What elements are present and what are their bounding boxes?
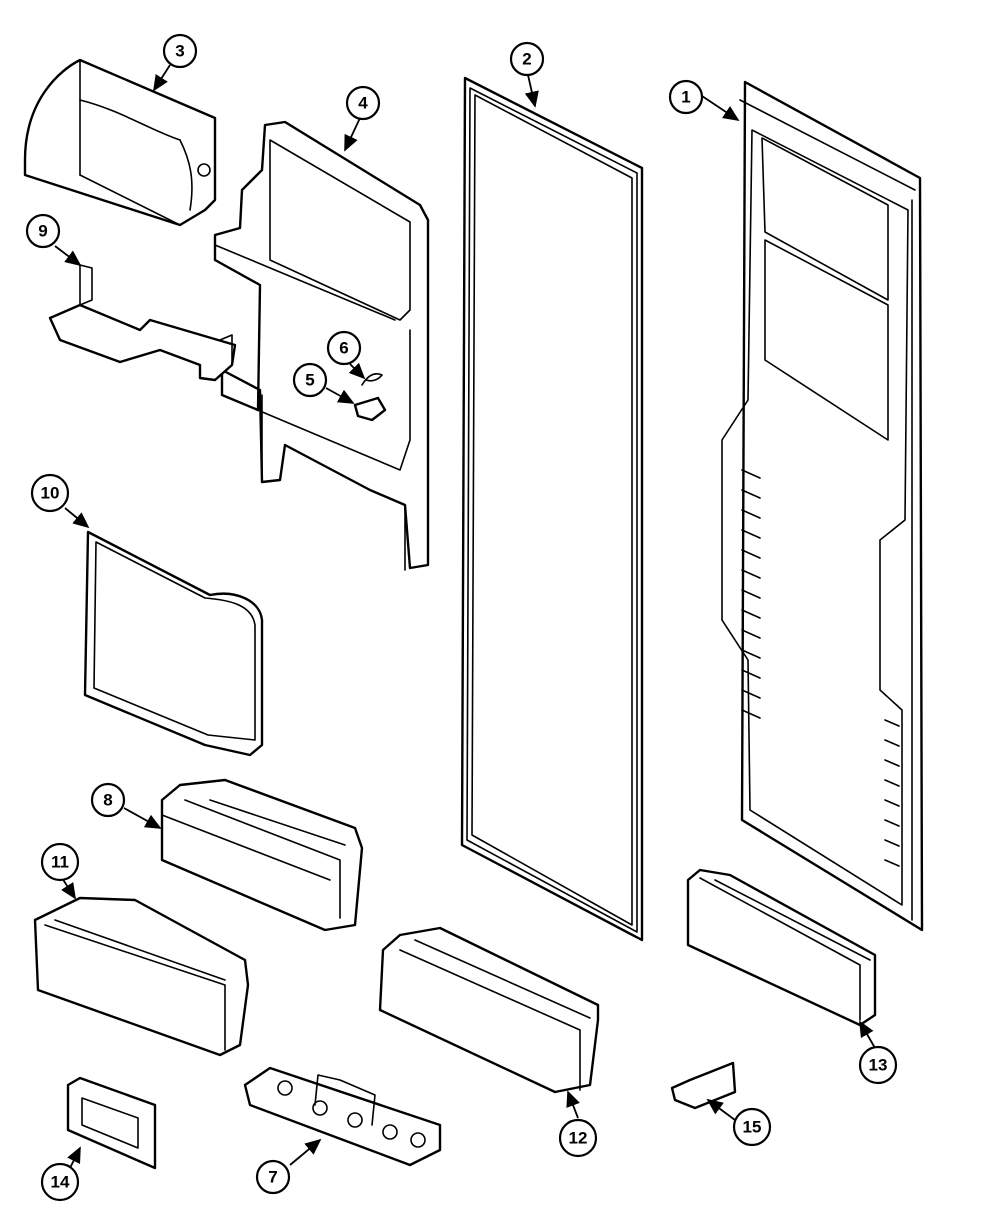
part-8-door-bin <box>160 778 364 932</box>
part-12-door-bin <box>378 926 600 1094</box>
callout-12-label: 12 <box>569 1129 588 1148</box>
door-liner-ribs <box>741 469 900 867</box>
part-7-ice-tray <box>243 1066 442 1167</box>
callout-9-label: 9 <box>38 222 47 241</box>
callout-2-label: 2 <box>522 50 531 69</box>
callout-6: 6 <box>326 330 362 366</box>
callout-1-label: 1 <box>681 88 690 107</box>
callout-13-label: 13 <box>869 1056 888 1075</box>
part-4-dairy-housing <box>213 120 430 571</box>
part-1-door-liner <box>721 80 924 932</box>
part-2-door-gasket <box>460 76 644 942</box>
callout-11: 11 <box>40 842 80 882</box>
callout-14: 14 <box>40 1162 80 1202</box>
callout-7-label: 7 <box>268 1168 277 1187</box>
callout-4-label: 4 <box>358 94 368 113</box>
part-13-door-bin <box>686 868 877 1027</box>
callout-4: 4 <box>345 85 381 121</box>
part-3-dairy-door <box>23 58 217 227</box>
callout-5: 5 <box>292 362 328 398</box>
callout-15: 15 <box>732 1107 772 1147</box>
callout-3-label: 3 <box>175 42 184 61</box>
callout-9: 9 <box>25 213 61 249</box>
callout-10-label: 10 <box>41 484 60 503</box>
callout-5-label: 5 <box>305 371 314 390</box>
part-11-door-bin <box>33 896 250 1057</box>
callout-8-label: 8 <box>103 791 112 810</box>
callout-8: 8 <box>90 782 126 818</box>
part-6-spring <box>361 373 383 386</box>
part-9-shelf-bracket <box>48 264 237 382</box>
callout-3: 3 <box>162 33 198 69</box>
callout-7: 7 <box>255 1159 291 1195</box>
callout-1: 1 <box>668 79 704 115</box>
callout-11-label: 11 <box>51 853 69 872</box>
callout-2: 2 <box>509 41 545 77</box>
callout-12: 12 <box>558 1118 598 1158</box>
part-10-panel <box>83 530 264 757</box>
part-15-clip <box>670 1061 737 1110</box>
part-5-clip <box>353 396 387 422</box>
callout-13: 13 <box>858 1045 898 1085</box>
leader-lines <box>54 64 876 1169</box>
callout-10: 10 <box>30 473 70 513</box>
callout-6-label: 6 <box>339 339 348 358</box>
callout-15-label: 15 <box>743 1118 762 1137</box>
callout-14-label: 14 <box>51 1173 70 1192</box>
part-14-holder <box>66 1076 157 1170</box>
